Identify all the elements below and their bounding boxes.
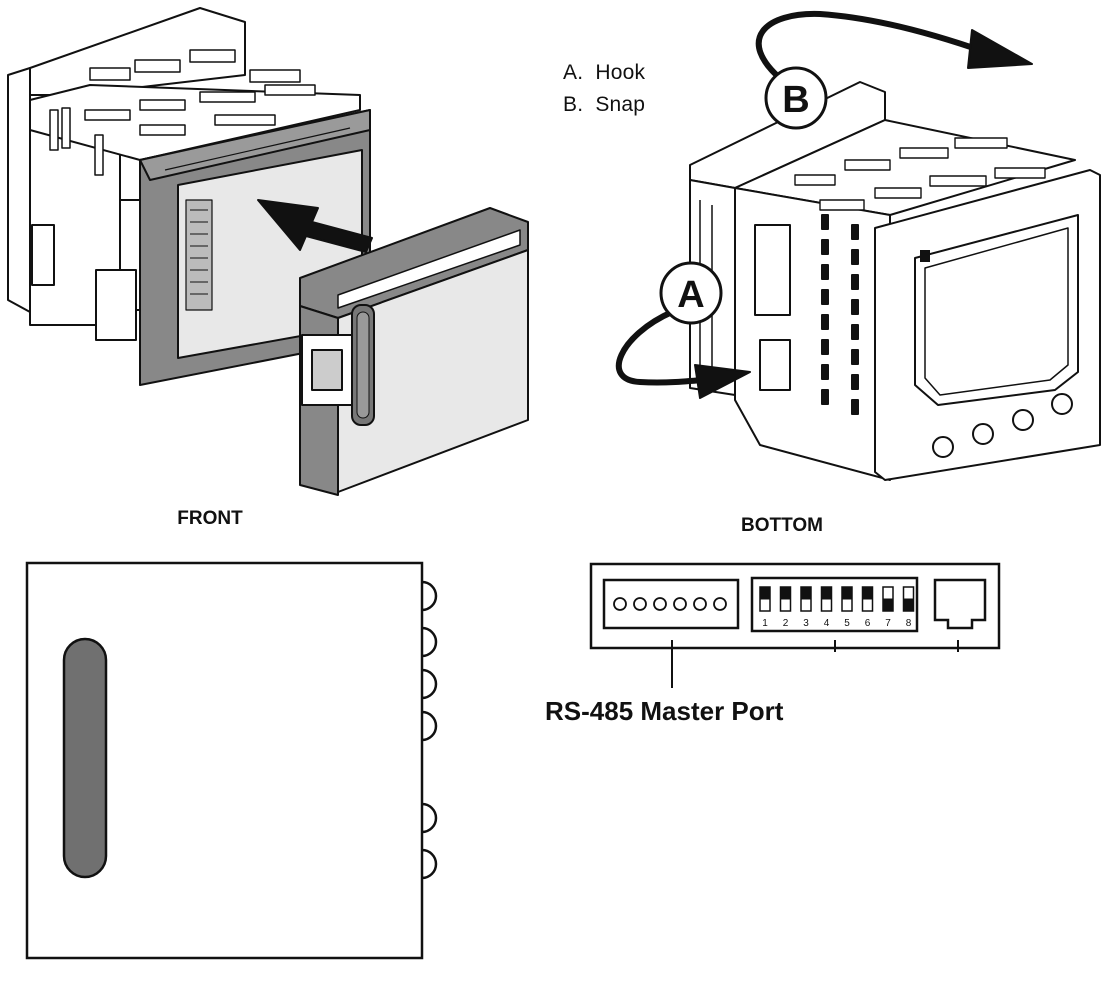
dip-switch-number: 5 xyxy=(844,618,850,629)
hook-marker-letter: A xyxy=(677,274,704,316)
hook-marker xyxy=(659,261,723,325)
snap-marker-letter: B xyxy=(782,79,809,121)
legend-key: A. xyxy=(563,61,584,84)
dip-switch-number: 2 xyxy=(783,618,789,629)
dip-switches: 1 2 3 4 5 6 7 8 xyxy=(759,586,915,629)
dip-switch-actuator xyxy=(780,586,791,600)
legend-item-snap: B. Snap xyxy=(563,93,645,117)
snap-marker xyxy=(764,66,828,130)
dip-switch-actuator xyxy=(841,586,853,600)
dip-switch-number: 3 xyxy=(803,618,809,629)
legend-label: Hook xyxy=(595,61,646,84)
legend-item-hook: A. Hook xyxy=(563,61,645,85)
legend-label: Snap xyxy=(595,93,646,116)
front-panel-tabs xyxy=(421,580,438,880)
module-insertion-illustration xyxy=(7,7,529,496)
dip-switch-number: 6 xyxy=(865,618,871,629)
rs485-port-callout: RS-485 Master Port xyxy=(545,696,784,726)
front-view-diagram xyxy=(25,561,438,960)
dip-switch-number: 1 xyxy=(762,618,768,629)
dip-switch-actuator xyxy=(800,586,812,600)
dip-switch-actuator xyxy=(759,586,771,600)
dip-switch-actuator xyxy=(821,586,832,600)
hook-snap-illustration xyxy=(615,10,1101,481)
dip-switch-actuator xyxy=(903,598,914,612)
dip-switch-actuator xyxy=(882,598,894,612)
dip-switch-actuator xyxy=(862,586,873,600)
legend-key: B. xyxy=(563,93,584,116)
bottom-heading: BOTTOM xyxy=(741,515,823,536)
dip-switch-number: 7 xyxy=(885,618,891,629)
front-slot xyxy=(62,637,108,879)
bottom-view-diagram: 1 2 3 4 5 6 7 8 xyxy=(589,562,1001,688)
ethernet-port xyxy=(933,578,987,630)
front-heading: FRONT xyxy=(177,508,243,529)
dip-switch-number: 4 xyxy=(824,618,830,629)
dip-switch-number: 8 xyxy=(906,618,912,629)
